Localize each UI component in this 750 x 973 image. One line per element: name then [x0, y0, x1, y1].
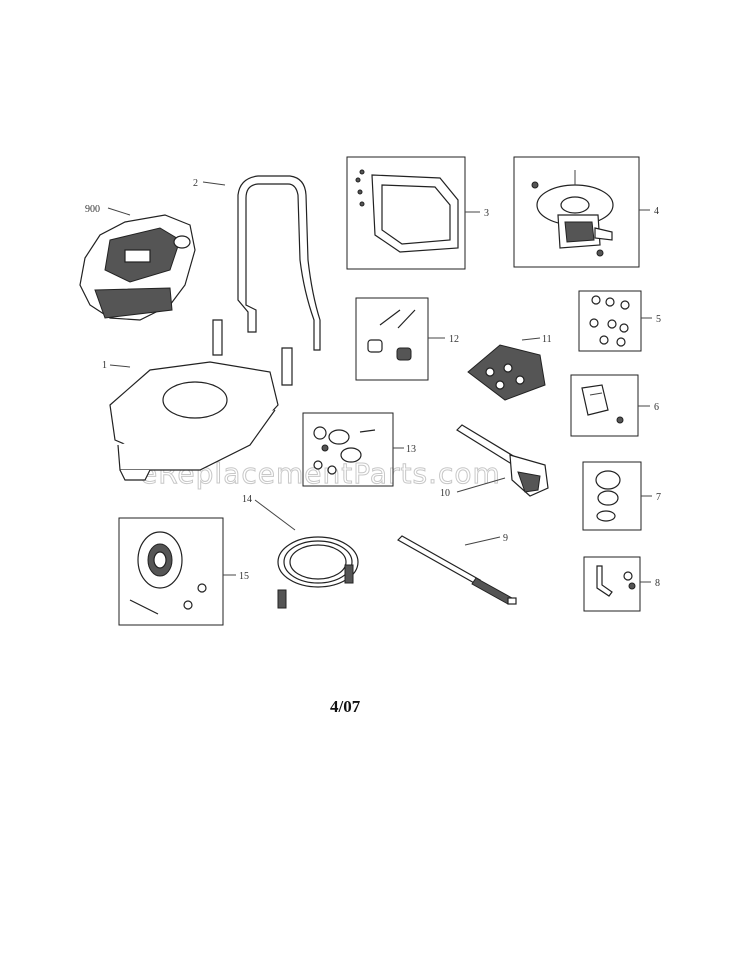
cap-part[interactable] [595, 470, 621, 522]
callout-7: 7 [656, 492, 661, 503]
part-4-box [513, 156, 640, 268]
part-15-box [118, 517, 224, 626]
callout-4: 4 [654, 206, 659, 217]
part-12-box [355, 297, 429, 381]
wheel-kit-part[interactable] [129, 531, 207, 615]
callout-11: 11 [542, 334, 552, 345]
callout-line-10 [456, 477, 506, 493]
callout-12: 12 [449, 334, 459, 345]
part-5-box [578, 290, 642, 352]
callout-14: 14 [242, 494, 252, 505]
screws-part[interactable] [589, 295, 630, 347]
callout-8: 8 [655, 578, 660, 589]
pin-hardware-part[interactable] [596, 565, 636, 597]
callout-900: 900 [85, 204, 100, 215]
callout-5: 5 [656, 314, 661, 325]
callout-13: 13 [406, 444, 416, 455]
callout-line-9 [464, 536, 501, 546]
date-code: 4/07 [330, 697, 361, 716]
callout-10: 10 [440, 488, 450, 499]
callout-line-11 [521, 337, 541, 341]
hose-part[interactable] [277, 536, 359, 609]
callout-line-2 [202, 181, 226, 186]
hardware-kit-11-part[interactable] [467, 344, 546, 401]
part-13-box [302, 412, 394, 487]
lance-part[interactable] [397, 535, 517, 605]
callout-line-1 [109, 364, 131, 368]
callout-3: 3 [484, 208, 489, 219]
callout-9: 9 [503, 533, 508, 544]
hardware-kit-12-part[interactable] [367, 309, 416, 361]
callout-2: 2 [193, 178, 198, 189]
part-3-box [346, 156, 466, 270]
wheel-hardware-part[interactable] [313, 426, 376, 475]
control-panel-part[interactable] [355, 169, 459, 253]
part-8-box [583, 556, 641, 612]
handle-part[interactable] [237, 175, 321, 351]
callout-1: 1 [102, 360, 107, 371]
engine-part[interactable] [79, 214, 196, 321]
callout-15: 15 [239, 571, 249, 582]
pump-part[interactable] [531, 170, 614, 257]
frame-part[interactable] [109, 319, 293, 481]
callout-6: 6 [654, 402, 659, 413]
callout-line-14 [254, 499, 296, 531]
bracket-part[interactable] [581, 384, 624, 424]
spray-gun-part[interactable] [456, 424, 549, 497]
callout-line-900 [107, 207, 131, 216]
